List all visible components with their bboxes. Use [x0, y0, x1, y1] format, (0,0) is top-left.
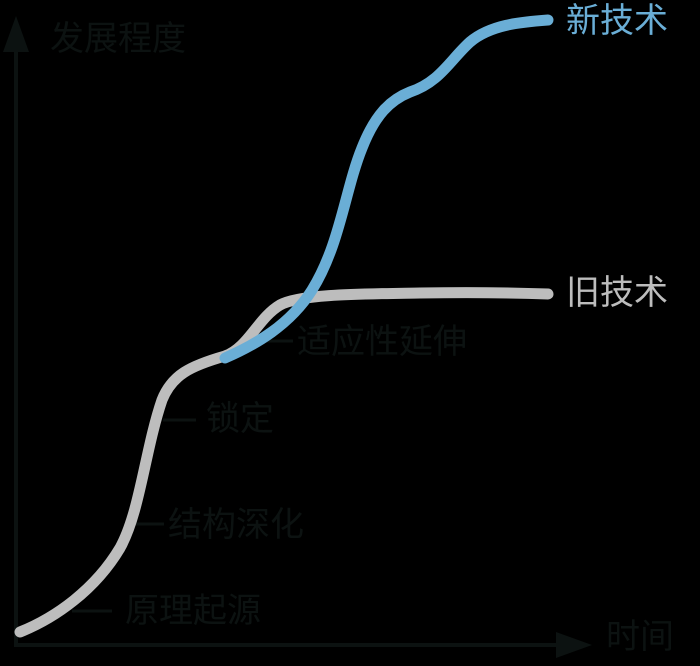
stage-label-deepening: 结构深化	[168, 505, 304, 545]
stage-label-adaptive-extension: 适应性延伸	[297, 322, 467, 362]
old-technology-curve	[14, 287, 554, 638]
y-axis-arrow-icon	[3, 16, 29, 52]
y-axis-label: 发展程度	[50, 19, 186, 59]
old-technology-label: 旧技术	[566, 273, 668, 313]
x-axis-arrow-icon	[556, 632, 592, 658]
stage-label-lockin: 锁定	[206, 399, 274, 439]
new-technology-label: 新技术	[566, 1, 668, 41]
x-axis-label: 时间	[606, 617, 674, 657]
stage-label-origin: 原理起源	[125, 591, 261, 631]
new-technology-curve	[219, 14, 554, 364]
